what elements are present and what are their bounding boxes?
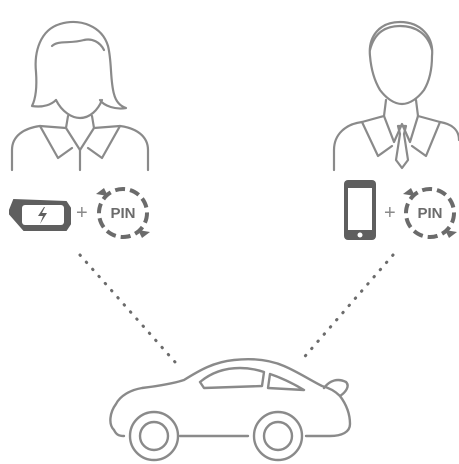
pin-cycle-icon: PIN (96, 188, 150, 238)
plus-sign-left: + (76, 202, 88, 224)
pin-cycle-icon: PIN (403, 188, 457, 238)
battery-key-fob-icon (10, 200, 70, 230)
car-outline-icon (110, 359, 350, 460)
man-avatar-icon (334, 22, 459, 170)
woman-avatar-icon (12, 22, 148, 170)
connector-left (80, 255, 175, 362)
plus-sign-right: + (384, 202, 396, 224)
connector-right (300, 255, 393, 362)
pin-label: PIN (417, 205, 442, 222)
pin-label: PIN (110, 205, 135, 222)
smartphone-icon (344, 180, 376, 240)
